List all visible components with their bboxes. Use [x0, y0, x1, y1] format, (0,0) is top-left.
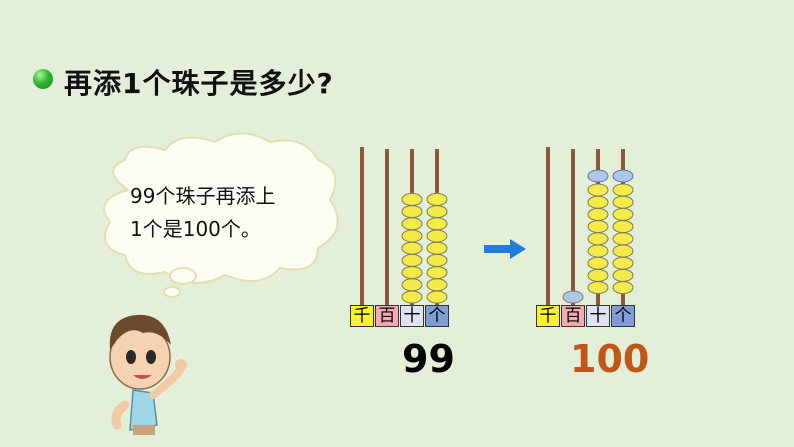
abacus-right-carried-bead-tens [587, 207, 609, 221]
abacus-right-carried-bead-ones [612, 256, 634, 270]
speech-bubble: 99个珠子再添上 1个是100个。 [130, 180, 330, 246]
abacus-left-number: 99 [402, 337, 455, 381]
abacus-right-carried-bead-ones [612, 232, 634, 246]
abacus-right-label-thousands: 千 [536, 305, 560, 327]
page-title: 再添1个珠子是多少? [64, 67, 334, 100]
arrow-right-icon [484, 239, 526, 259]
abacus-right-label-hundreds: 百 [561, 305, 585, 327]
abacus-right-carried-bead-tens [587, 256, 609, 270]
abacus-right-rod-hundreds [571, 149, 575, 305]
abacus-right-carried-bead-ones [612, 268, 634, 282]
abacus-right-rod-thousands [546, 147, 550, 305]
abacus-right-cap-bead-tens [587, 169, 609, 183]
speech-line-1: 99个珠子再添上 [130, 184, 276, 208]
abacus-right-bead-hundreds [562, 290, 584, 304]
abacus-right-carried-bead-ones [612, 244, 634, 258]
abacus-left-label-thousands: 千 [350, 305, 374, 327]
abacus-left-bead-tens [401, 192, 423, 206]
bullet-icon [33, 69, 53, 89]
abacus-left-bead-ones [426, 192, 448, 206]
abacus-left-label-tens: 十 [400, 305, 424, 327]
abacus-right-cap-bead-ones [612, 169, 634, 183]
abacus-right-carried-bead-tens [587, 268, 609, 282]
abacus-left-label-hundreds: 百 [375, 305, 399, 327]
abacus-right-carried-bead-tens [587, 244, 609, 258]
abacus-right-carried-bead-tens [587, 232, 609, 246]
abacus-right-carried-bead-tens [587, 183, 609, 197]
abacus-right-label-tens: 十 [586, 305, 610, 327]
abacus-right-carried-bead-tens [587, 195, 609, 209]
boy-illustration [109, 314, 187, 435]
abacus-right-carried-bead-ones [612, 220, 634, 234]
abacus-right-carried-bead-tens [587, 220, 609, 234]
abacus-right-carried-bead-tens [587, 281, 609, 295]
abacus-right-carried-bead-ones [612, 207, 634, 221]
speech-line-2: 1个是100个。 [130, 217, 261, 241]
abacus-right-carried-bead-ones [612, 195, 634, 209]
abacus-right-carried-bead-ones [612, 281, 634, 295]
abacus-right-number: 100 [570, 337, 650, 381]
abacus-right-label-ones: 个 [611, 305, 635, 327]
abacus-left-label-ones: 个 [425, 305, 449, 327]
abacus-left-rod-hundreds [385, 149, 389, 305]
abacus-left-rod-thousands [360, 147, 364, 305]
abacus-right-carried-bead-ones [612, 183, 634, 197]
